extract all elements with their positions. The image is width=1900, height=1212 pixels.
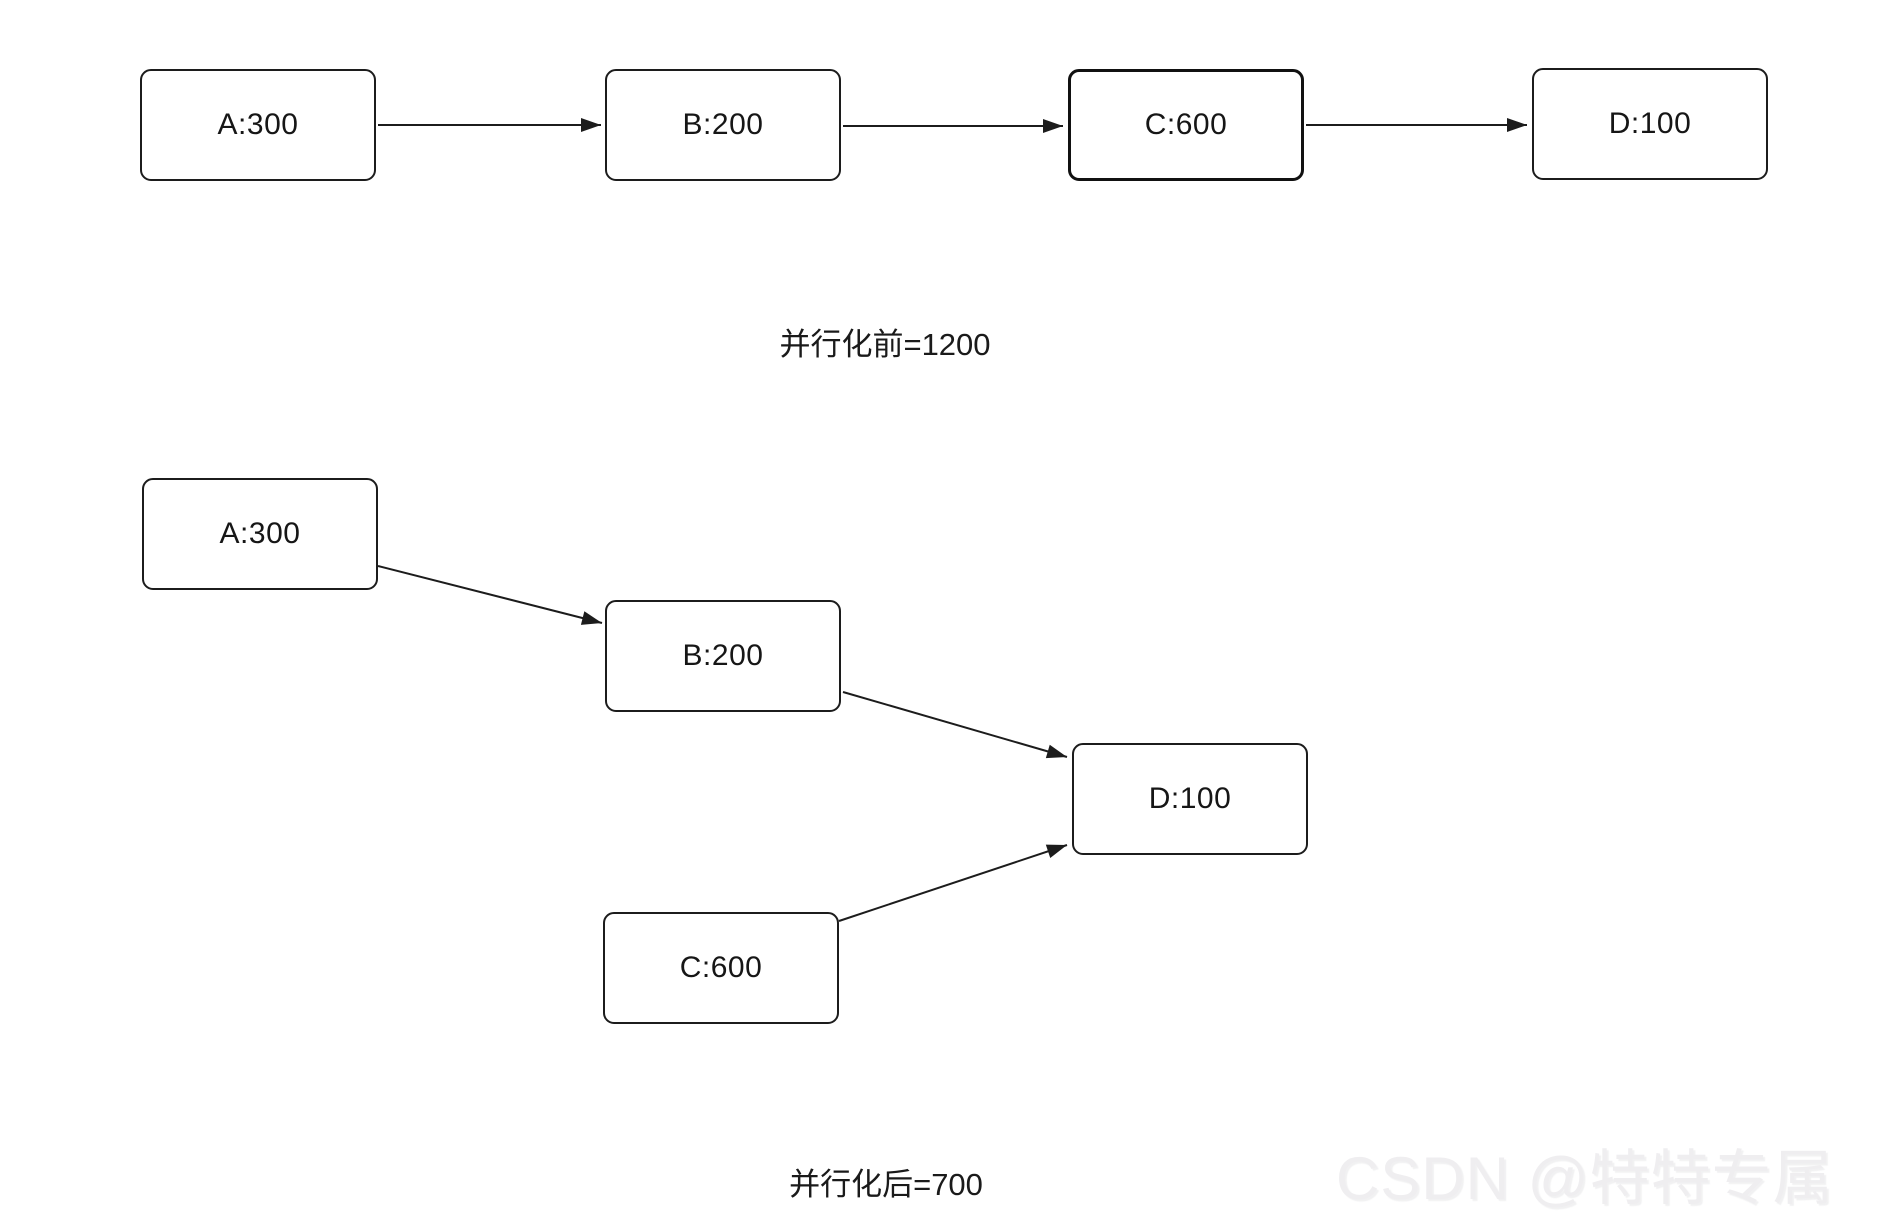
edge-after-c-d <box>838 844 1068 922</box>
node-after-b: B:200 <box>605 600 841 712</box>
csdn-watermark: CSDN @特特专属 <box>1336 1145 1834 1212</box>
edge-after-a-b <box>377 565 603 625</box>
node-before-c: C:600 <box>1068 69 1304 181</box>
edge-after-b-d <box>842 691 1068 759</box>
node-before-b: B:200 <box>605 69 841 181</box>
caption-after-total: 并行化后=700 <box>789 1167 983 1202</box>
node-after-d: D:100 <box>1072 743 1308 855</box>
caption-before-total: 并行化前=1200 <box>779 327 991 362</box>
node-before-d: D:100 <box>1532 68 1768 180</box>
node-after-c: C:600 <box>603 912 839 1024</box>
node-after-a: A:300 <box>142 478 378 590</box>
node-before-a: A:300 <box>140 69 376 181</box>
